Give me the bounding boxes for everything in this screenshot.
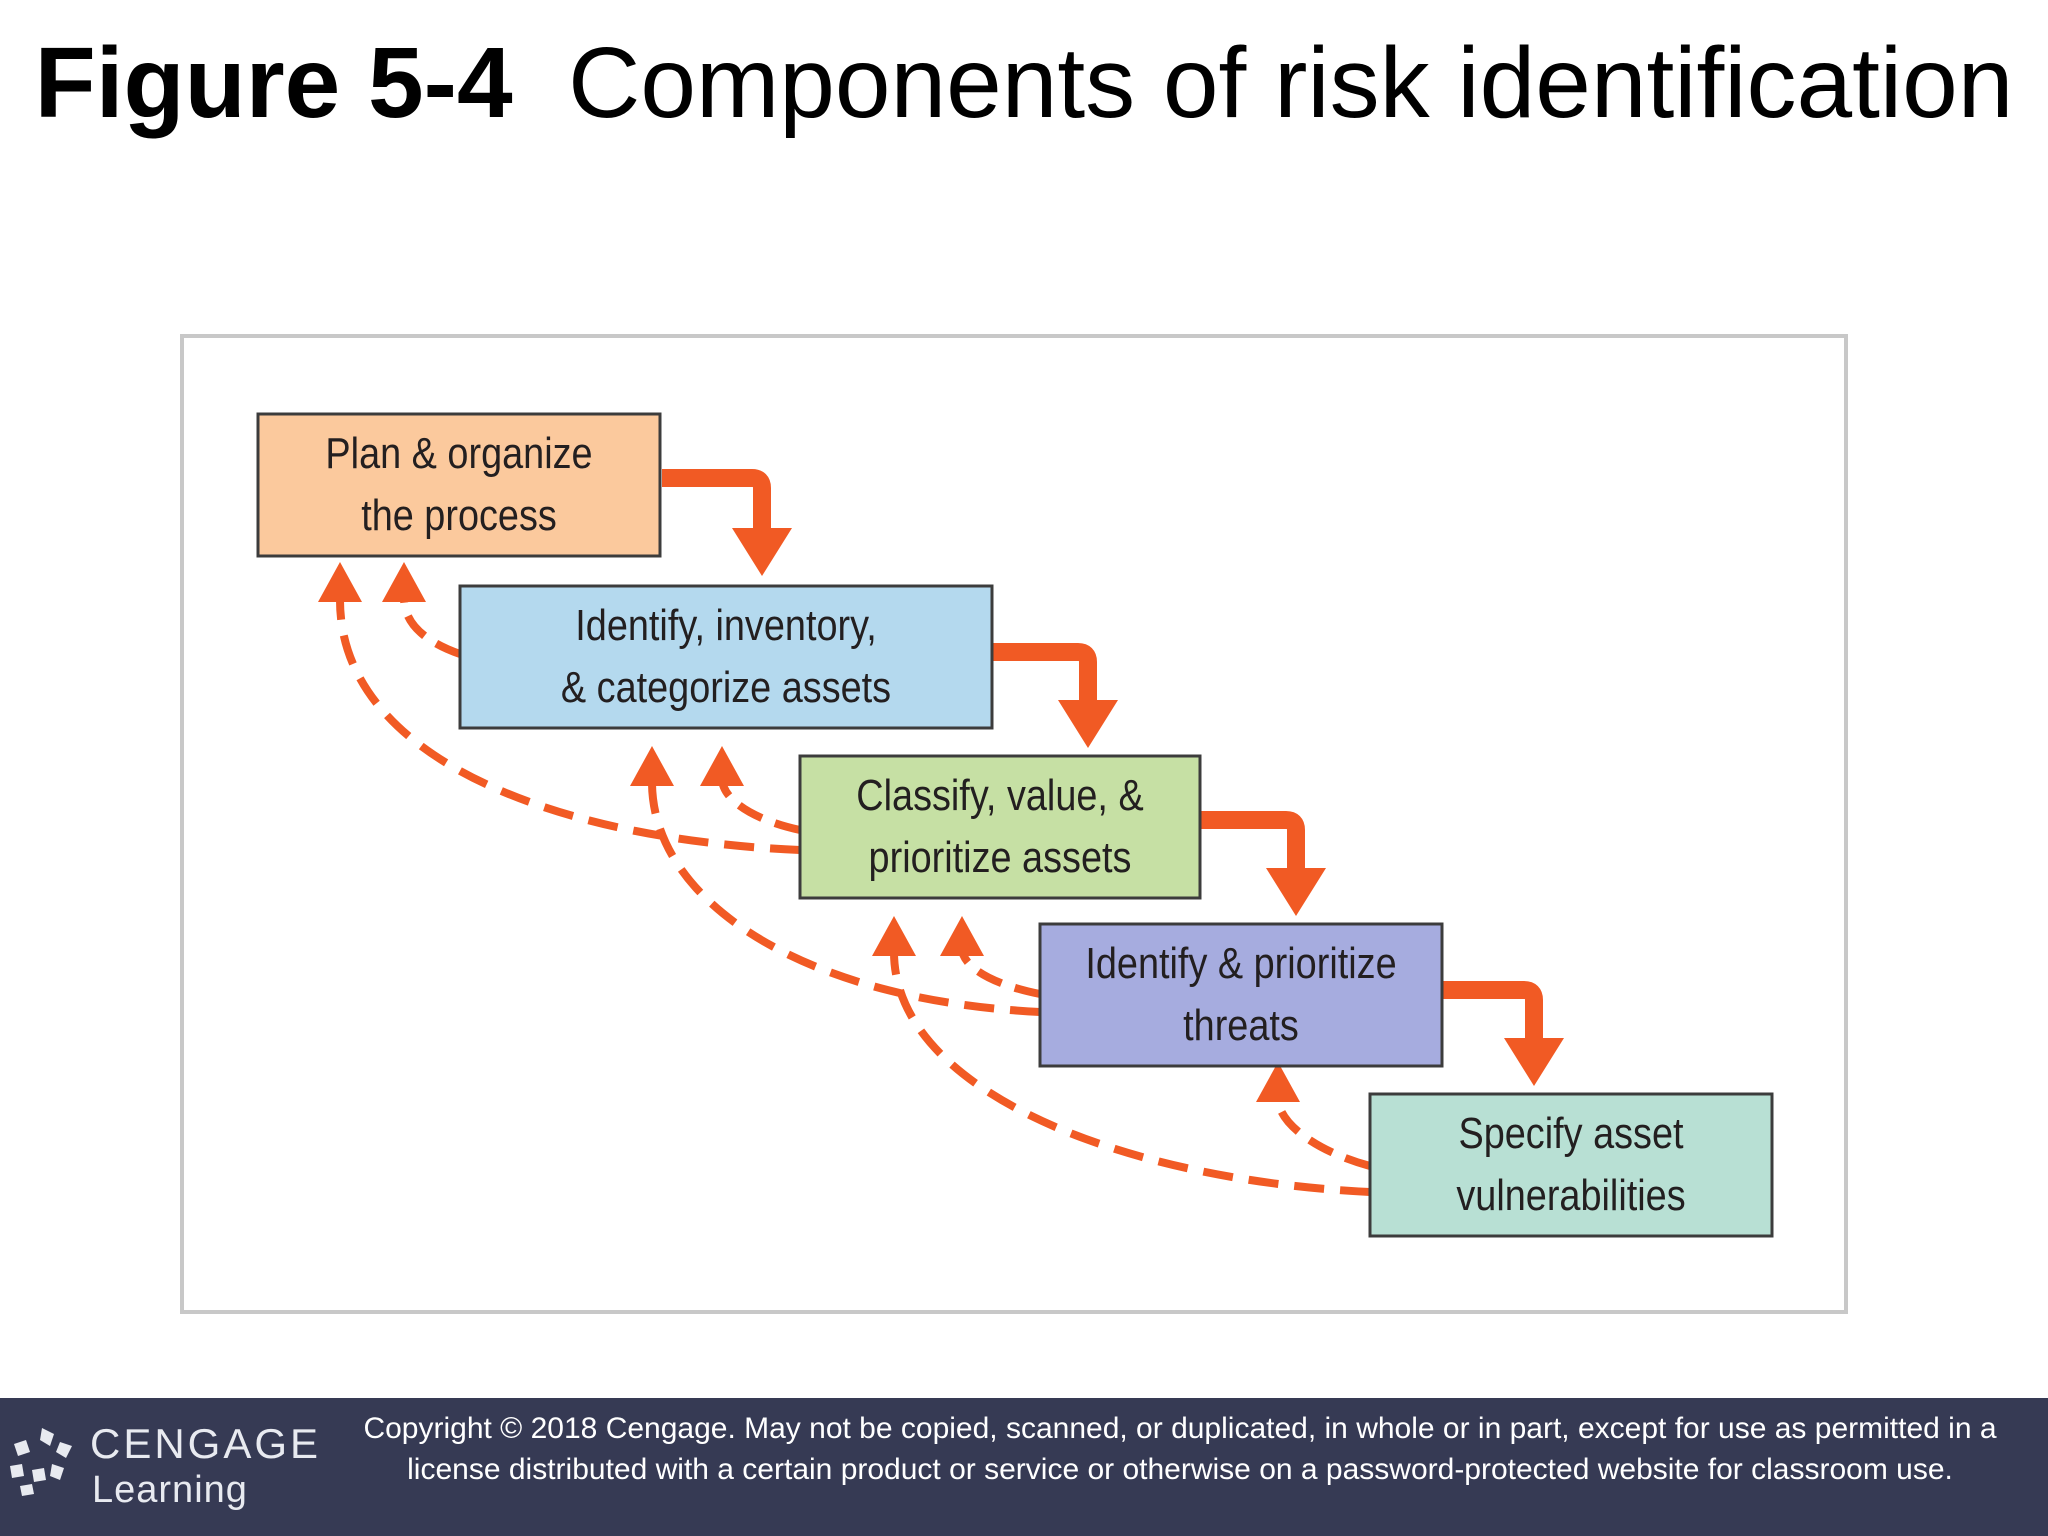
forward-arrow-plan-to-identify [662, 469, 771, 530]
forward-arrowhead-2 [1058, 700, 1118, 748]
arrowhead-plan-left [318, 562, 362, 602]
forward-arrowhead-1 [732, 528, 792, 576]
slide-title: Figure 5-4 Components of risk identifica… [0, 22, 2048, 144]
step-box-threats [1038, 922, 1444, 1068]
step-label-identify-assets: Identify, inventory, & categorize assets [560, 601, 892, 712]
arrowhead-plan-right [382, 562, 426, 602]
footer-bar: CENGAGE Learning Copyright © 2018 Cengag… [0, 1398, 2048, 1536]
arrowhead-identify-left [630, 746, 674, 786]
feedback-arrow-vulnerabilities-to-threats [1274, 1097, 1372, 1170]
step-label-threats: Identify & prioritize threats [1085, 939, 1397, 1050]
forward-arrows [662, 469, 1543, 1040]
step-label-vulnerabilities: Specify asset vulnerabilities [1456, 1109, 1686, 1220]
forward-arrowhead-3 [1266, 868, 1326, 916]
arrowhead-classify-left [872, 916, 916, 956]
step-boxes [256, 412, 1774, 1238]
copyright-text: Copyright © 2018 Cengage. May not be cop… [363, 1412, 1997, 1486]
step-label-classify: Classify, value, & prioritize assets [856, 771, 1144, 882]
feedback-arrowheads [318, 562, 1300, 1102]
step-box-classify [798, 754, 1202, 900]
figure-number: Figure 5-4 [34, 27, 513, 139]
arrowhead-identify-right [700, 746, 744, 786]
logo-name: CENGAGE [90, 1420, 322, 1467]
cengage-logo-icon [10, 1428, 72, 1496]
step-box-identify-assets [458, 584, 994, 730]
feedback-arrow-classify-to-plan [336, 599, 801, 854]
step-box-plan [256, 412, 662, 558]
step-label-plan: Plan & organize the process [325, 429, 593, 540]
arrowhead-threats [1256, 1062, 1300, 1102]
forward-arrow-identify-to-classify [992, 643, 1097, 702]
forward-arrowhead-4 [1504, 1038, 1564, 1086]
feedback-arrow-vulnerabilities-to-classify [890, 951, 1371, 1196]
feedback-arrow-identify-to-plan [400, 597, 462, 658]
feedback-arrows-long [336, 599, 1371, 1196]
forward-arrow-threats-to-vulnerabilities [1442, 981, 1543, 1040]
arrowhead-classify-right [940, 916, 984, 956]
figure-caption: Components of risk identification [568, 27, 2014, 139]
forward-arrow-classify-to-threats [1200, 811, 1305, 870]
step-box-vulnerabilities [1368, 1092, 1774, 1238]
forward-arrowheads [732, 528, 1564, 1086]
logo-sub: Learning [92, 1469, 248, 1511]
feedback-arrow-threats-to-identify [648, 781, 1041, 1016]
